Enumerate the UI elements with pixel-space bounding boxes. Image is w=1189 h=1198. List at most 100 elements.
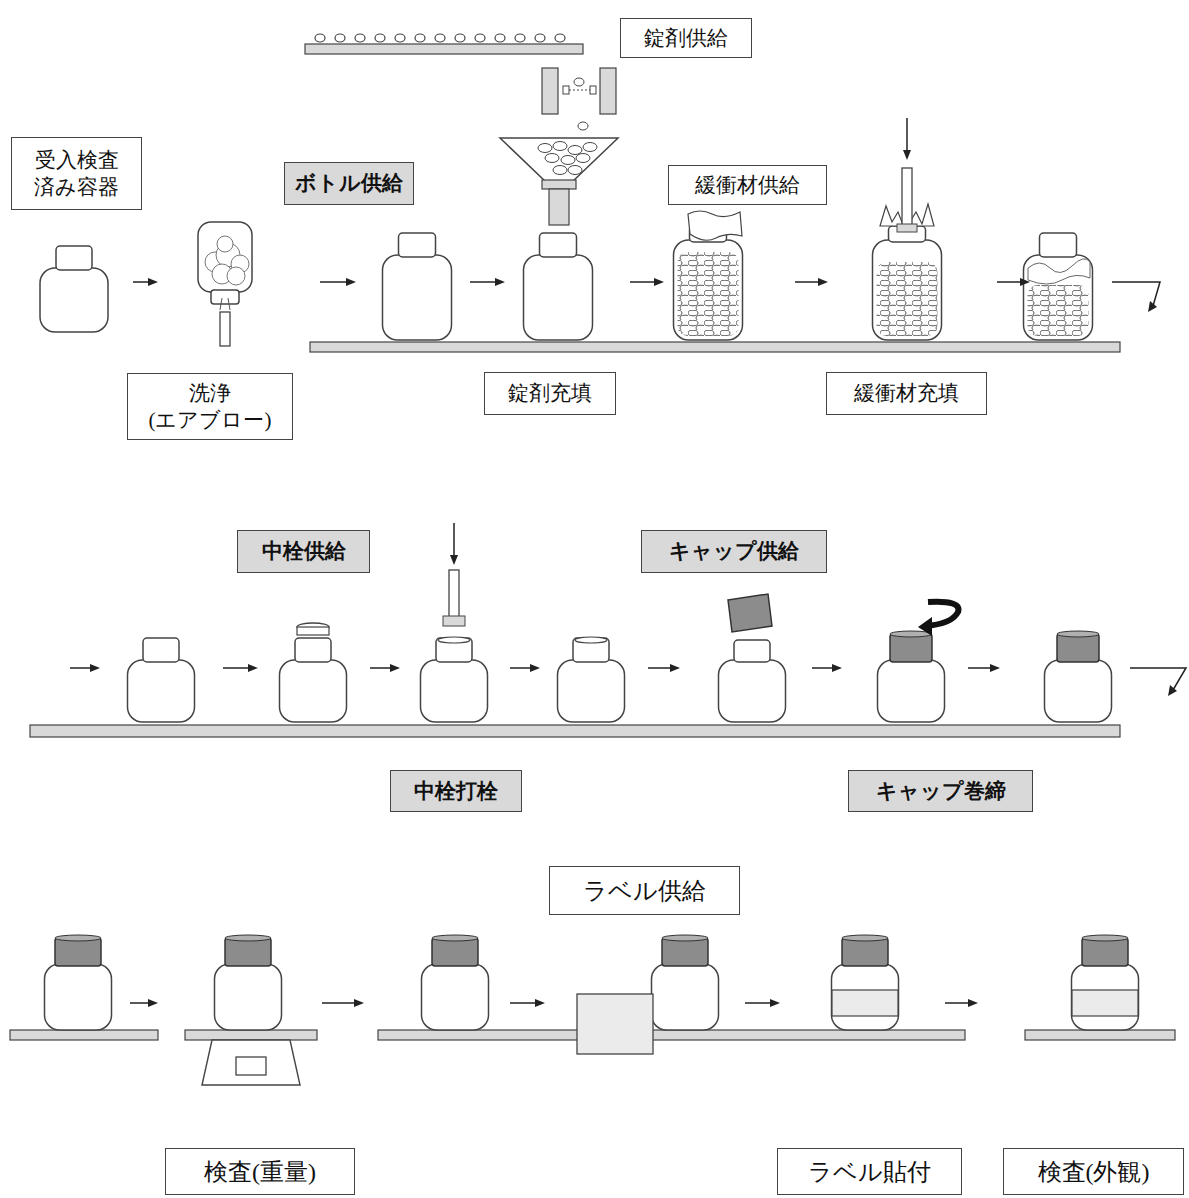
flow-arrow bbox=[320, 281, 348, 283]
bottle-neck bbox=[1040, 233, 1077, 257]
label-box: 緩衝材供給 bbox=[668, 165, 827, 205]
applied-label bbox=[1072, 990, 1138, 1016]
tablet bbox=[555, 34, 565, 42]
flow-arrow bbox=[795, 281, 820, 283]
box-text: 錠剤充填 bbox=[502, 380, 598, 406]
process-box: 中栓供給 bbox=[237, 530, 370, 573]
tablet bbox=[561, 156, 575, 165]
bottle-neck bbox=[211, 290, 239, 304]
bottle bbox=[524, 255, 593, 340]
hopper-spout bbox=[549, 189, 569, 225]
arrow-head bbox=[390, 664, 400, 672]
cap-top bbox=[1057, 631, 1099, 637]
conveyor bbox=[30, 725, 1120, 737]
tablets bbox=[1028, 285, 1089, 336]
arrow-head bbox=[903, 150, 911, 160]
flow-arrow bbox=[968, 667, 992, 669]
box-text: ラベル供給 bbox=[577, 876, 712, 906]
label-box: 錠剤充填 bbox=[484, 372, 616, 415]
flow-arrow bbox=[70, 667, 92, 669]
arrow-head bbox=[450, 555, 458, 565]
box-text: ラベル貼付 bbox=[802, 1157, 937, 1187]
push-rod bbox=[449, 570, 459, 620]
push-head bbox=[897, 224, 917, 232]
tablets bbox=[678, 252, 739, 336]
bottle-neck bbox=[573, 638, 609, 662]
arrow-head bbox=[90, 664, 100, 672]
flow-arrow bbox=[812, 667, 834, 669]
tablet bbox=[538, 144, 552, 153]
sensor bbox=[590, 86, 596, 94]
tablet bbox=[395, 34, 405, 42]
bottle bbox=[383, 255, 452, 340]
arrow-head bbox=[1148, 301, 1157, 312]
flow-arrow bbox=[630, 281, 656, 283]
flow-arrow bbox=[130, 1002, 150, 1004]
tablet bbox=[335, 34, 345, 42]
tablet bbox=[553, 166, 567, 175]
bottle bbox=[1045, 660, 1112, 722]
arrow-head bbox=[1168, 685, 1177, 696]
air-cloud bbox=[217, 236, 233, 252]
box-text: 緩衝材充填 bbox=[848, 380, 965, 406]
flow-arrow bbox=[510, 667, 532, 669]
bottle bbox=[421, 660, 488, 722]
tablet bbox=[574, 78, 584, 86]
tablets bbox=[877, 262, 938, 336]
bottle-neck bbox=[143, 638, 179, 662]
label-box: 検査(外観) bbox=[1003, 1148, 1184, 1195]
cap bbox=[842, 938, 888, 966]
cap-top bbox=[225, 935, 271, 941]
cushion-sheet bbox=[1028, 259, 1090, 284]
air-jet bbox=[228, 298, 230, 310]
tablet bbox=[576, 154, 590, 163]
label-box: 錠剤供給 bbox=[620, 18, 752, 58]
press-arrow bbox=[453, 523, 455, 557]
tablet bbox=[535, 34, 545, 42]
inner-plug bbox=[438, 637, 470, 643]
box-text: 検査(外観) bbox=[1032, 1157, 1156, 1187]
conveyor bbox=[1025, 1030, 1175, 1040]
air-nozzle bbox=[220, 312, 230, 346]
scale-base bbox=[202, 1040, 300, 1085]
flow-arrow bbox=[648, 667, 672, 669]
conveyor bbox=[10, 1030, 158, 1040]
inner-plug bbox=[297, 627, 329, 635]
conveyor bbox=[378, 1030, 965, 1040]
process-box: キャップ供給 bbox=[641, 530, 827, 573]
process-box: ボトル供給 bbox=[284, 162, 414, 205]
tablet bbox=[515, 34, 525, 42]
tablet bbox=[315, 34, 325, 42]
bottle bbox=[128, 660, 195, 722]
bottle bbox=[1024, 255, 1093, 340]
press-arrow bbox=[906, 118, 908, 152]
bottle bbox=[45, 964, 112, 1030]
cushion-sheet bbox=[688, 211, 742, 240]
air-jet bbox=[220, 298, 222, 310]
box-text: 錠剤供給 bbox=[638, 25, 734, 51]
sensor-beam bbox=[569, 90, 590, 91]
arrow-head bbox=[918, 617, 932, 636]
tablet bbox=[415, 34, 425, 42]
label-box: ラベル供給 bbox=[549, 866, 740, 915]
cap-top bbox=[432, 935, 478, 941]
hopper bbox=[500, 138, 618, 182]
flow-arrow bbox=[945, 1002, 970, 1004]
bottle bbox=[832, 964, 899, 1030]
air-cloud bbox=[227, 267, 245, 285]
feeder-gate bbox=[542, 68, 558, 114]
flow-arrow bbox=[223, 667, 250, 669]
arrow-head bbox=[818, 278, 828, 286]
applied-label bbox=[832, 990, 898, 1016]
push-rod bbox=[902, 168, 912, 230]
cap bbox=[662, 938, 708, 966]
bottle-neck bbox=[436, 638, 472, 662]
cap bbox=[55, 938, 101, 966]
arrow-head bbox=[1020, 278, 1030, 286]
bottle bbox=[40, 268, 108, 332]
label-box: 受入検査 済み容器 bbox=[11, 137, 142, 210]
bottle bbox=[674, 240, 743, 340]
tablet bbox=[583, 143, 597, 152]
cap-top bbox=[842, 935, 888, 941]
arrow-head bbox=[148, 278, 158, 286]
